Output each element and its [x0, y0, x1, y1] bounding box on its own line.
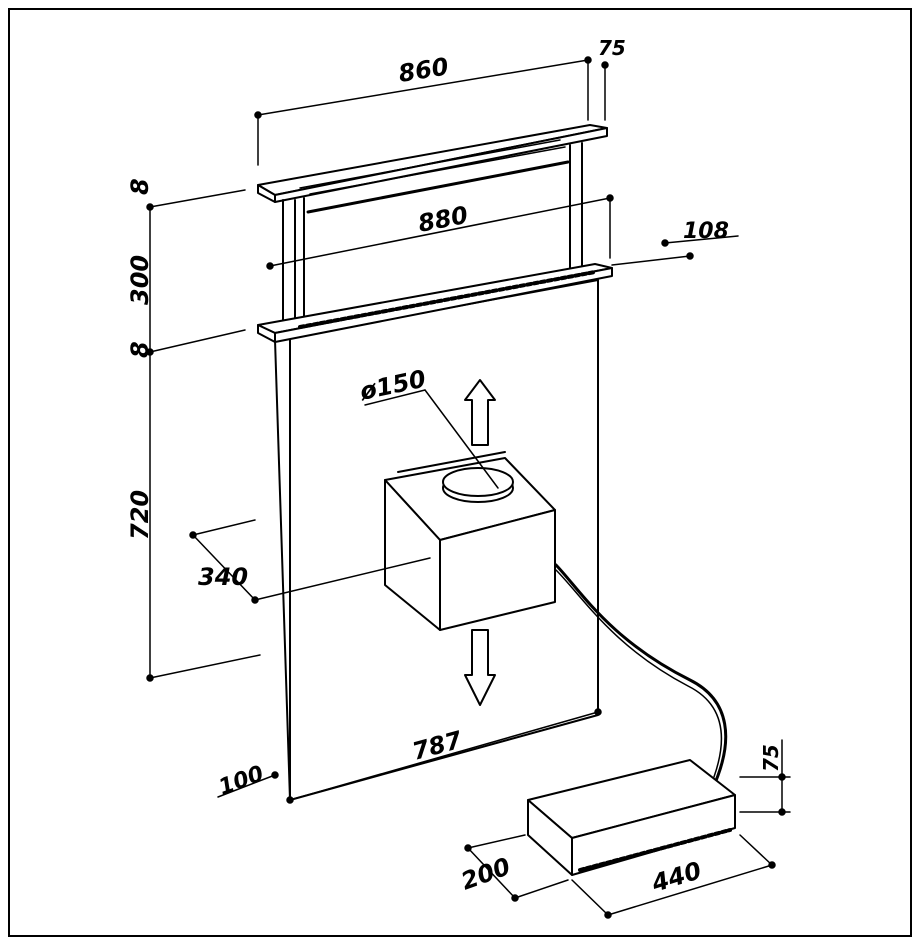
dim-108: 108	[683, 219, 729, 244]
cable	[554, 563, 728, 792]
motor-unit	[384, 451, 556, 631]
remote-box	[527, 759, 736, 876]
airflow-down-arrow	[464, 629, 496, 706]
dim-100: 100	[216, 761, 268, 800]
dim-75-right: 75	[759, 744, 783, 772]
dim-880: 880	[416, 201, 471, 238]
dim-8-bottom: 8	[126, 341, 154, 358]
top-bar	[257, 124, 608, 203]
airflow-up-arrow	[464, 379, 496, 446]
dim-300: 300	[126, 255, 154, 305]
dimension-lines	[146, 56, 791, 919]
drawing-border	[8, 8, 912, 937]
dim-720: 720	[126, 490, 154, 540]
grille-bar	[257, 263, 613, 343]
dim-8-top: 8	[126, 178, 154, 195]
dim-75-top: 75	[598, 36, 626, 60]
dim-440: 440	[648, 856, 705, 898]
dimension-labels: 860 75 8 300 8 880 108 720 340 ø150 787 …	[126, 36, 783, 898]
dim-860: 860	[397, 52, 451, 87]
lift-posts	[282, 142, 583, 331]
dim-340: 340	[198, 563, 248, 591]
